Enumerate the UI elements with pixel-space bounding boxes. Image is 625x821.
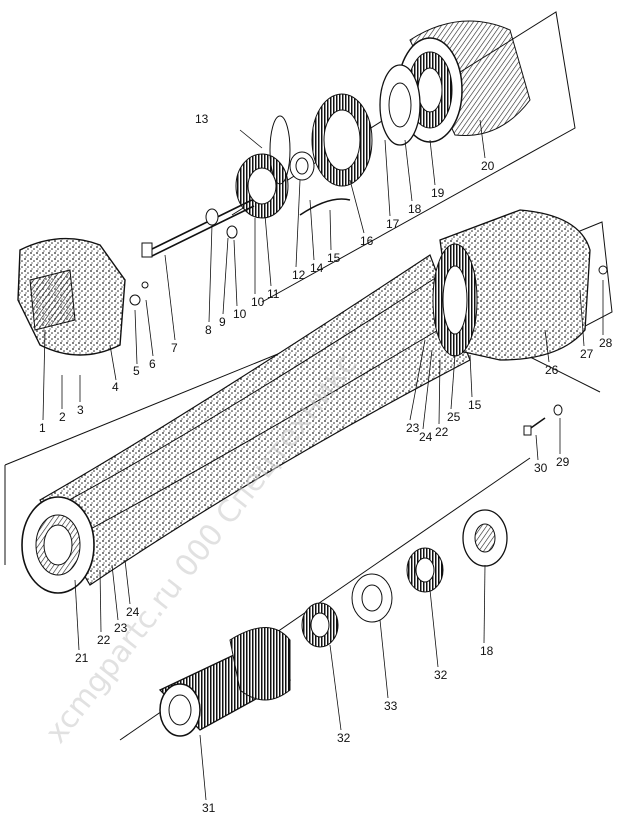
leader-line [222, 237, 229, 315]
leader-line [295, 179, 301, 268]
leader-line [264, 214, 272, 287]
drum-housing [397, 20, 531, 143]
leader-line [379, 619, 389, 699]
callout-25: 25 [447, 410, 461, 424]
gear-shaft [158, 627, 292, 737]
leader-line [329, 209, 332, 251]
leader-line [239, 129, 263, 149]
callout-31: 31 [202, 801, 216, 815]
callout-27: 27 [580, 347, 594, 361]
callout-9: 9 [219, 315, 226, 329]
leader-line [579, 289, 585, 347]
callout-17: 17 [386, 217, 400, 231]
callout-33: 33 [384, 699, 398, 713]
clutch-disc-pack [21, 254, 471, 594]
callout-4: 4 [112, 380, 119, 394]
bolt-and-washers [141, 199, 255, 258]
leader-line [535, 434, 539, 461]
callout-19: 19 [431, 186, 445, 200]
leader-line [349, 179, 365, 234]
callout-13: 13 [195, 112, 209, 126]
callout-22a: 22 [97, 633, 111, 647]
callout-14: 14 [310, 261, 324, 275]
callout-28: 28 [599, 336, 613, 350]
callout-23b: 23 [406, 421, 420, 435]
callout-23a: 23 [114, 621, 128, 635]
ring-gear [311, 64, 421, 187]
callout-5: 5 [133, 364, 140, 378]
clutch-housing [432, 209, 608, 361]
callout-6: 6 [149, 357, 156, 371]
leader-line [429, 589, 439, 668]
leader-line [233, 239, 238, 307]
callout-24b: 24 [419, 430, 433, 444]
callout-3: 3 [77, 403, 84, 417]
callout-15b: 15 [468, 398, 482, 412]
leader-lines [42, 119, 604, 801]
leader-line [99, 569, 102, 633]
callout-1: 1 [39, 421, 46, 435]
small-bolt [523, 404, 563, 436]
callout-32a: 32 [337, 731, 351, 745]
leader-line [409, 339, 426, 421]
callout-30: 30 [534, 461, 548, 475]
leader-line [134, 309, 138, 365]
callout-29: 29 [556, 455, 570, 469]
needle-bearings [301, 509, 508, 648]
leader-line [109, 344, 117, 381]
leader-line [145, 299, 154, 357]
leader-line [42, 329, 46, 421]
leader-line [422, 349, 433, 430]
callout-12: 12 [292, 268, 306, 282]
leader-line [124, 559, 131, 605]
callout-24a: 24 [126, 605, 140, 619]
callout-10a: 10 [233, 307, 247, 321]
callout-32b: 32 [434, 668, 448, 682]
leader-line [469, 354, 473, 398]
leader-line [208, 224, 213, 323]
leader-line [483, 564, 486, 644]
callout-16: 16 [360, 234, 374, 248]
leader-line [329, 644, 342, 731]
leader-line [438, 359, 441, 425]
leader-line [429, 139, 436, 186]
leader-line [74, 579, 80, 651]
callout-21: 21 [75, 651, 89, 665]
leader-line [164, 254, 176, 341]
callout-11: 11 [267, 287, 280, 301]
leader-line [479, 119, 486, 159]
callout-10b: 10 [251, 295, 265, 309]
callout-7: 7 [171, 341, 178, 355]
callout-2: 2 [59, 410, 66, 424]
callout-18b: 18 [480, 644, 494, 658]
callout-15a: 15 [327, 251, 341, 265]
leader-line [384, 139, 391, 217]
leader-line [450, 354, 456, 410]
callout-26: 26 [545, 363, 559, 377]
callout-22b: 22 [435, 425, 449, 439]
bearing-assembly [235, 115, 351, 219]
leader-line [111, 564, 119, 621]
leader-line [199, 734, 207, 801]
callout-8: 8 [205, 323, 212, 337]
callout-18a: 18 [408, 202, 422, 216]
leader-line [544, 329, 550, 363]
leader-line [404, 139, 413, 202]
end-cover [17, 237, 149, 356]
callout-20: 20 [481, 159, 495, 173]
leader-line [309, 199, 315, 261]
callout-labels: 1 2 3 4 5 6 7 8 9 10 10 11 12 13 14 15 1… [39, 112, 613, 815]
